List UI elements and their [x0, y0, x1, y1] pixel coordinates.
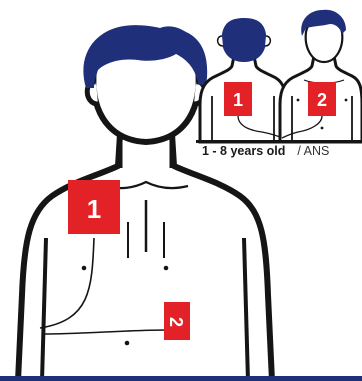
- age-range-sublabel: / ANS: [297, 144, 329, 158]
- child-back-pad-label: 1: [233, 90, 243, 110]
- child-front-pad-label: 2: [317, 90, 327, 110]
- child-back-figure: 1: [200, 18, 286, 142]
- base-line: [0, 376, 362, 381]
- adult-navel: [125, 341, 130, 346]
- age-range-label: 1 - 8 years old / ANS: [202, 144, 329, 158]
- child-front-navel: [321, 127, 324, 130]
- child-base-line: [196, 140, 362, 143]
- adult-left-nipple: [82, 266, 87, 271]
- child-front-figure: 2: [280, 10, 362, 142]
- age-range-text: 1 - 8 years old: [202, 144, 285, 158]
- child-front-right-nipple: [345, 99, 348, 102]
- adult-pad-2-label: 2: [166, 317, 186, 327]
- child-front-left-nipple: [297, 99, 300, 102]
- child-back-head: [222, 18, 267, 62]
- adult-right-nipple: [164, 266, 169, 271]
- adult-pad-1-label: 1: [87, 194, 101, 224]
- adult-torso: [18, 134, 272, 381]
